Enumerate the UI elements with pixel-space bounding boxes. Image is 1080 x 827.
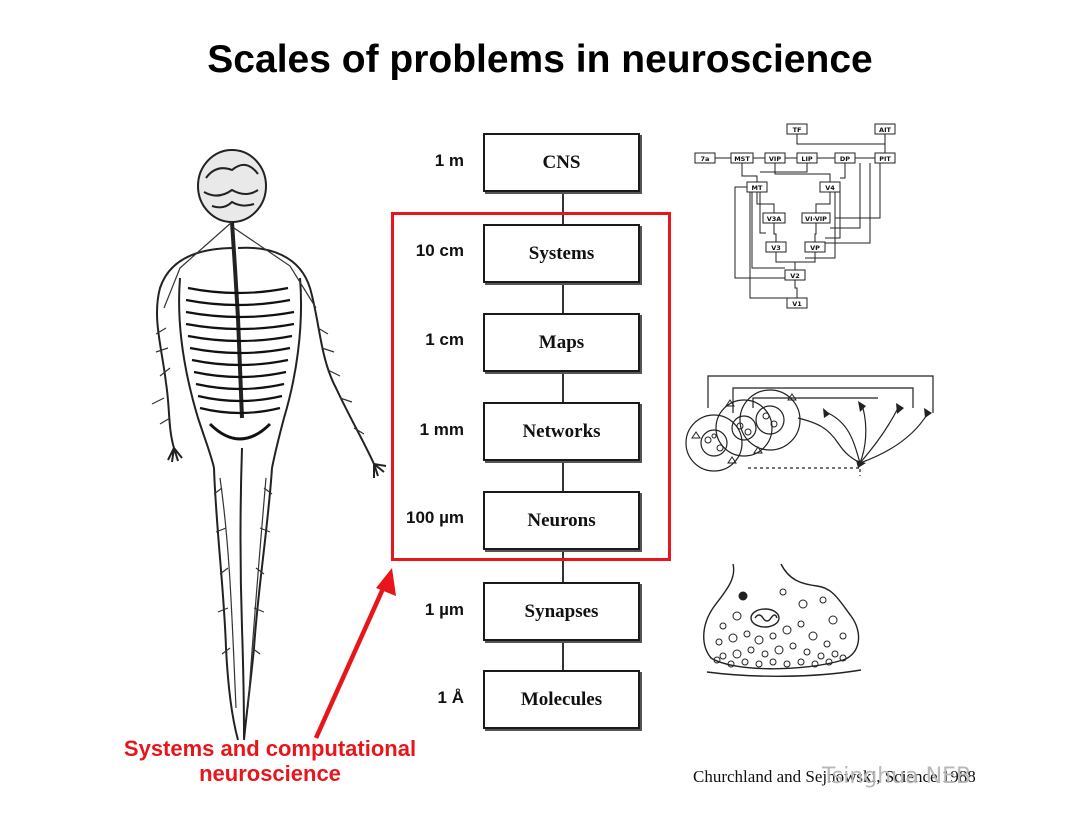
highlight-arrow — [313, 568, 396, 739]
systems-label: V3 — [771, 244, 781, 252]
connector-line — [562, 461, 564, 493]
systems-label: VP — [810, 244, 820, 252]
connector-line — [562, 550, 564, 583]
highlight-box — [391, 212, 671, 561]
connector-line — [562, 641, 564, 672]
scale-label-neurons: 100 µm — [406, 508, 464, 527]
systems-label: MST — [734, 155, 750, 163]
scale-label-networks: 1 mm — [419, 420, 464, 439]
systems-label: MT — [752, 184, 763, 192]
systems-label: AIT — [879, 126, 891, 134]
level-box-networks: Networks — [483, 402, 640, 461]
level-box-maps: Maps — [483, 313, 640, 372]
network-diagram — [685, 375, 934, 476]
systems-label: DP — [840, 155, 850, 163]
connector-line — [562, 283, 564, 315]
systems-label: PIT — [879, 155, 891, 163]
connector-line — [562, 192, 564, 224]
highlight-caption: Systems and computational neuroscience — [60, 736, 480, 786]
level-box-synapses: Synapses — [483, 582, 640, 641]
synapse-diagram — [703, 563, 862, 677]
systems-label: VIP — [769, 155, 781, 163]
level-box-neurons: Neurons — [483, 491, 640, 550]
systems-label: VI-VIP — [805, 215, 827, 223]
watermark: Tsinghua NEB — [822, 764, 972, 789]
systems-label: V3A — [767, 215, 782, 223]
scale-label-cns: 1 m — [434, 151, 464, 170]
systems-diagram: TF AIT 7a MST VIP LIP DP PIT MT V4 V3A V… — [694, 123, 896, 309]
citation: Churchland and Sejnowski, Science 1988 — [693, 767, 976, 786]
nervous-system-figure — [151, 149, 387, 741]
scale-label-synapses: 1 µm — [424, 600, 464, 619]
systems-label: V4 — [825, 184, 835, 192]
caption-line-2: neuroscience — [199, 761, 341, 786]
connector-line — [562, 372, 564, 404]
systems-label: TF — [793, 126, 802, 134]
level-box-cns: CNS — [483, 133, 640, 192]
systems-label: LIP — [801, 155, 813, 163]
scale-label-maps: 1 cm — [425, 330, 464, 349]
caption-line-1: Systems and computational — [123, 736, 417, 761]
level-box-molecules: Molecules — [483, 670, 640, 729]
systems-label: 7a — [701, 155, 710, 163]
scale-label-systems: 10 cm — [415, 241, 464, 260]
page-title: Scales of problems in neuroscience — [207, 38, 873, 81]
scale-label-molecules: 1 Å — [437, 688, 464, 707]
systems-label: V2 — [790, 272, 800, 280]
level-box-systems: Systems — [483, 224, 640, 283]
systems-label: V1 — [792, 300, 802, 308]
